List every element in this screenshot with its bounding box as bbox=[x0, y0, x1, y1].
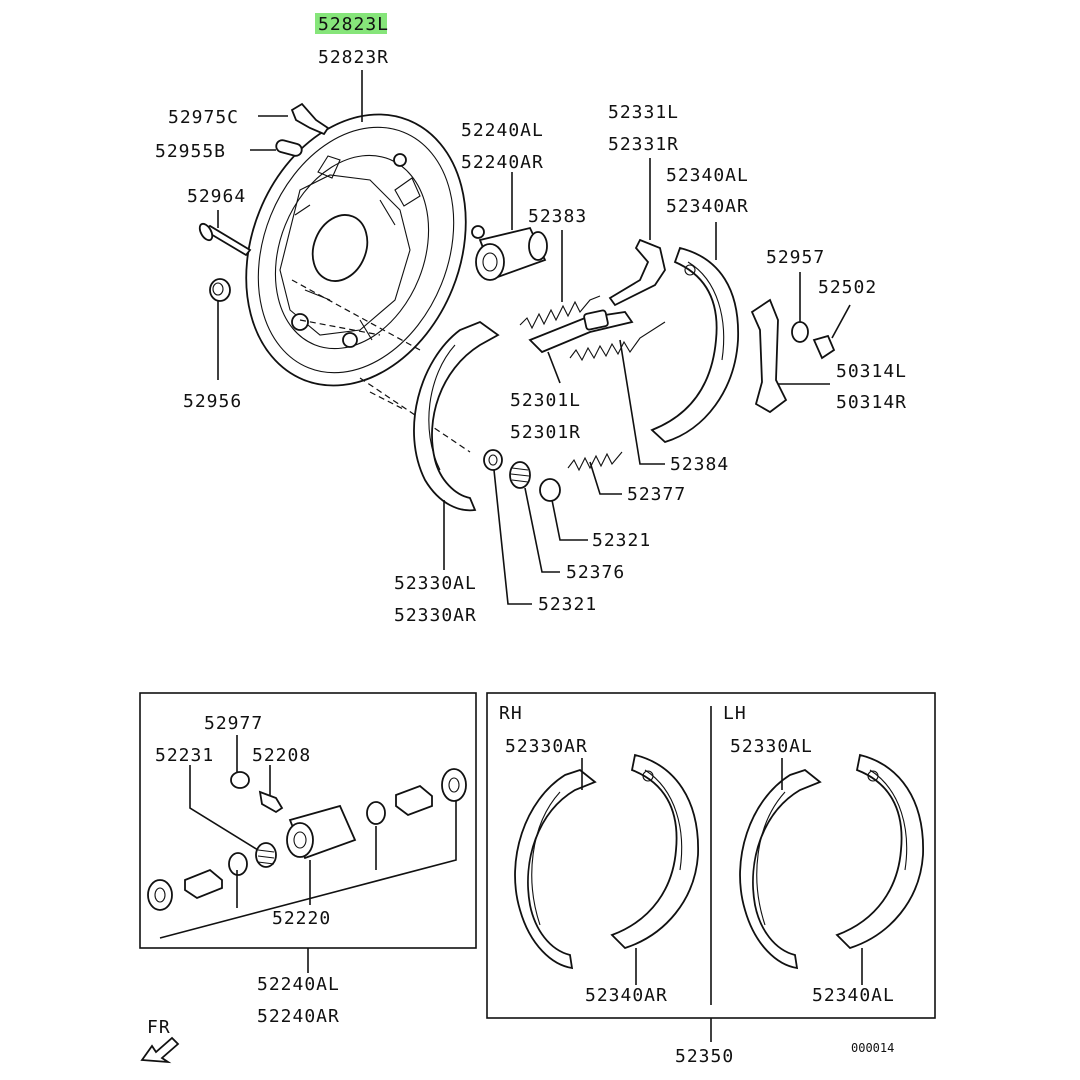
label-52340AL-top: 52340AL bbox=[666, 165, 749, 186]
cup-right bbox=[441, 768, 467, 802]
label-52240AL-bottom: 52240AL bbox=[257, 974, 340, 995]
label-52321-a: 52321 bbox=[592, 530, 651, 551]
lh-rear-shoe bbox=[835, 753, 924, 950]
label-50314R: 50314R bbox=[836, 392, 907, 413]
clip-52502 bbox=[812, 334, 836, 360]
label-rh-52340AR: 52340AR bbox=[585, 985, 668, 1006]
rh-rear-shoe bbox=[610, 753, 699, 950]
adjuster-52301 bbox=[528, 309, 634, 354]
label-52331R: 52331R bbox=[608, 134, 679, 155]
label-52376: 52376 bbox=[566, 562, 625, 583]
label-52231: 52231 bbox=[155, 745, 214, 766]
seal-right bbox=[366, 801, 386, 825]
rh-front-shoe bbox=[514, 768, 597, 970]
piston-left bbox=[184, 868, 223, 900]
label-52823R: 52823R bbox=[318, 47, 389, 68]
label-52321-b: 52321 bbox=[538, 594, 597, 615]
fr-arrow-icon bbox=[140, 1036, 180, 1064]
wheel-cylinder-assy bbox=[471, 225, 548, 281]
bolt-52975C bbox=[290, 102, 330, 136]
label-50314L: 50314L bbox=[836, 361, 907, 382]
fr-label: FR bbox=[147, 1017, 171, 1038]
brake-shoe-rear bbox=[650, 246, 739, 444]
label-lh-52340AL: 52340AL bbox=[812, 985, 895, 1006]
label-rh: RH bbox=[499, 703, 523, 724]
lh-front-shoe bbox=[739, 768, 822, 970]
cup-52321-a bbox=[483, 449, 503, 471]
label-52957: 52957 bbox=[766, 247, 825, 268]
label-52964: 52964 bbox=[187, 186, 246, 207]
cup-52321-b bbox=[539, 478, 561, 502]
spring-52231 bbox=[255, 842, 277, 868]
label-52220: 52220 bbox=[272, 908, 331, 929]
label-52955B: 52955B bbox=[155, 141, 226, 162]
label-52330AL-top: 52330AL bbox=[394, 573, 477, 594]
label-52240AR-top: 52240AR bbox=[461, 152, 544, 173]
label-52975C: 52975C bbox=[168, 107, 239, 128]
label-52350: 52350 bbox=[675, 1046, 734, 1067]
figure-code: 000014 bbox=[851, 1041, 894, 1055]
label-lh-52330AL: 52330AL bbox=[730, 736, 813, 757]
leader-lines-top bbox=[217, 70, 851, 605]
label-52977: 52977 bbox=[204, 713, 263, 734]
label-lh: LH bbox=[723, 703, 747, 724]
label-52340AR-top: 52340AR bbox=[666, 196, 749, 217]
fr-mark: FR bbox=[140, 1017, 180, 1064]
cup-left bbox=[147, 879, 173, 911]
shoe-kit-box: RH LH 52330AR 52340AR 52330AL 52340AL bbox=[486, 692, 936, 1067]
spring-52383 bbox=[519, 295, 601, 330]
label-52330AR-top: 52330AR bbox=[394, 605, 477, 626]
label-52301R: 52301R bbox=[510, 422, 581, 443]
piston-right bbox=[395, 784, 433, 817]
backing-plate bbox=[245, 113, 467, 387]
pin-52964 bbox=[198, 222, 252, 257]
hold-spring-52376 bbox=[509, 461, 531, 489]
label-52240AL-top: 52240AL bbox=[461, 120, 544, 141]
parking-lever-50314 bbox=[750, 298, 788, 414]
label-52383: 52383 bbox=[528, 206, 587, 227]
label-52240AR-bottom: 52240AR bbox=[257, 1006, 340, 1027]
top-labels: 52823L 52823R 52975C 52955B 52964 52956 … bbox=[155, 14, 907, 626]
plug-52955B bbox=[275, 139, 303, 157]
washer-52957 bbox=[791, 321, 809, 343]
spring-52377 bbox=[567, 451, 623, 472]
bleeder-52208 bbox=[258, 790, 284, 814]
label-52208: 52208 bbox=[252, 745, 311, 766]
label-52384: 52384 bbox=[670, 454, 729, 475]
lever-52331 bbox=[608, 238, 666, 307]
label-52331L: 52331L bbox=[608, 102, 679, 123]
brake-shoe-front bbox=[413, 320, 500, 512]
nut-52956 bbox=[209, 278, 231, 302]
label-52823L: 52823L bbox=[318, 14, 389, 35]
highlight-52823L bbox=[315, 13, 387, 34]
label-rh-52330AR: 52330AR bbox=[505, 736, 588, 757]
cylinder-box: 52977 52231 52208 52220 52240AL 52240AR bbox=[139, 692, 477, 1027]
seal-left bbox=[228, 852, 248, 876]
label-52502: 52502 bbox=[818, 277, 877, 298]
label-52956: 52956 bbox=[183, 391, 242, 412]
cap-52977 bbox=[230, 771, 250, 789]
spring-52384 bbox=[569, 321, 666, 362]
label-52377: 52377 bbox=[627, 484, 686, 505]
label-52301L: 52301L bbox=[510, 390, 581, 411]
